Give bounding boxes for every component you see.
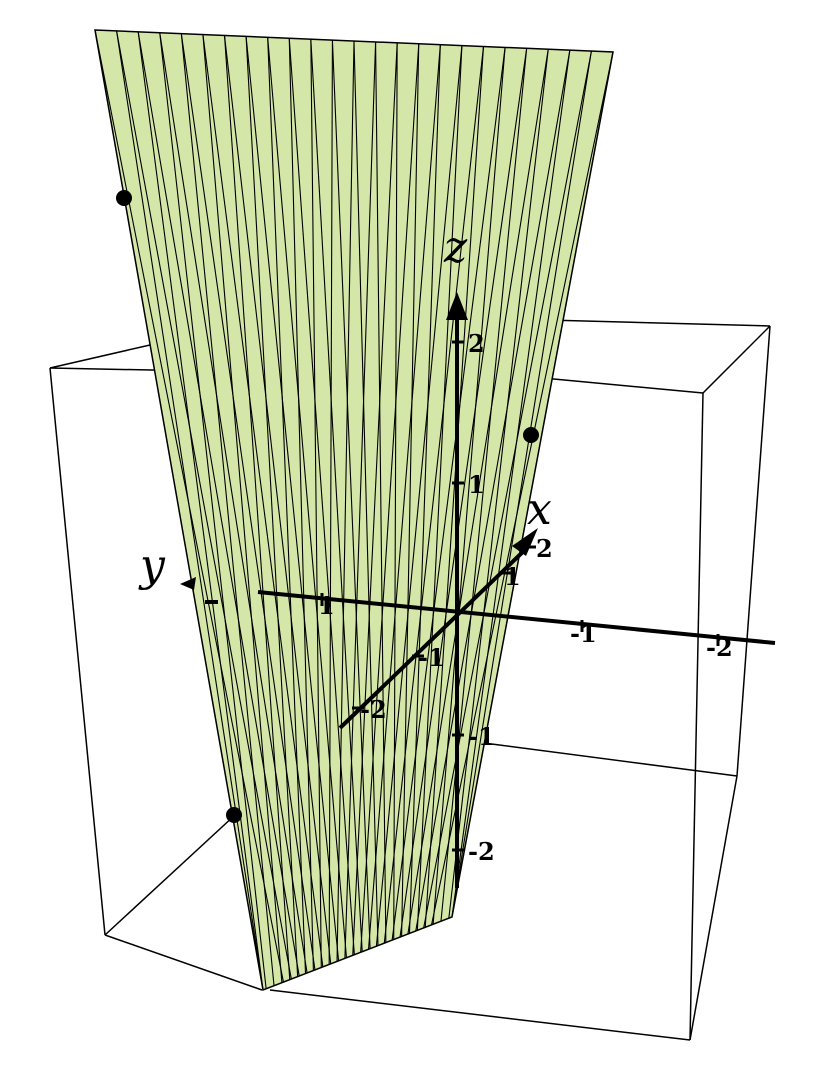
mesh-line: [137, 31, 264, 990]
x-tick-label: -2: [360, 695, 387, 724]
mesh-line: [399, 48, 528, 938]
mesh-line: [360, 43, 420, 953]
mesh-line: [116, 30, 264, 990]
mesh-line: [180, 33, 316, 971]
mesh-line: [391, 47, 506, 941]
mesh-line: [223, 35, 291, 980]
mesh-line: [367, 44, 441, 950]
mesh-line: [344, 41, 377, 959]
mesh-line: [448, 49, 549, 919]
mesh-line: [430, 51, 613, 926]
z-tick-label: 1: [468, 470, 485, 499]
mesh-line: [159, 32, 267, 989]
mesh-line: [375, 41, 387, 943]
z-axis-arrow: [446, 292, 468, 320]
mesh-line: [331, 40, 371, 949]
z-tick-label: 2: [468, 329, 485, 358]
y-axis-arrow: [180, 577, 196, 590]
mesh-line: [180, 33, 275, 986]
x-axis-arrow: [512, 528, 538, 556]
mesh-line: [353, 40, 379, 946]
mesh-line: [451, 50, 571, 918]
point: [226, 807, 242, 823]
mesh-line: [352, 42, 398, 956]
y-axis: [257, 590, 776, 645]
y-axis-label: y: [138, 540, 166, 591]
mesh-line: [159, 32, 308, 974]
mesh-line: [383, 46, 485, 944]
y-tick-label: 1: [318, 591, 335, 620]
mesh-line: [408, 44, 441, 934]
mesh-line: [451, 50, 592, 918]
mesh-line: [336, 40, 355, 962]
plane-mesh: [95, 30, 613, 990]
mesh-line: [95, 30, 264, 990]
mesh-line: [328, 40, 333, 965]
mesh-line: [424, 46, 485, 928]
y-tick-label: -1: [570, 619, 597, 648]
z-tick-label: -2: [468, 837, 495, 866]
mesh-line: [423, 50, 592, 929]
mesh-line: [310, 39, 322, 968]
mesh-line: [267, 37, 307, 974]
mesh-line: [416, 45, 463, 931]
mesh-line: [393, 42, 398, 940]
mesh-line: [137, 31, 300, 977]
z-axis-label: z: [443, 222, 468, 273]
mesh-line: [310, 39, 363, 952]
z-tick-label: -1: [468, 722, 495, 751]
mesh-line: [223, 35, 332, 964]
mesh-line: [432, 47, 506, 925]
mesh-line: [375, 45, 463, 947]
mesh-line: [202, 34, 324, 967]
x-axis: [338, 543, 532, 730]
mesh-line: [116, 30, 292, 980]
mesh-line: [202, 34, 283, 983]
mesh-line: [415, 50, 571, 932]
mesh-line: [407, 49, 549, 935]
mesh-line: [288, 38, 355, 955]
mesh-line: [267, 37, 348, 958]
x-tick-label: 1: [504, 562, 521, 591]
point: [116, 190, 132, 206]
mesh-line: [245, 36, 340, 961]
plane-surface: [94, 29, 614, 992]
point: [523, 427, 539, 443]
axes: [180, 292, 776, 888]
x-tick-label: 2: [536, 534, 553, 563]
mesh-line: [401, 43, 420, 937]
mesh-line: [288, 38, 314, 971]
x-axis-label: x: [527, 484, 552, 535]
mesh-line: [245, 36, 299, 977]
y-tick-label: -2: [706, 633, 733, 662]
bounding-box: [49, 319, 771, 1041]
x-tick-label: -1: [418, 643, 445, 672]
